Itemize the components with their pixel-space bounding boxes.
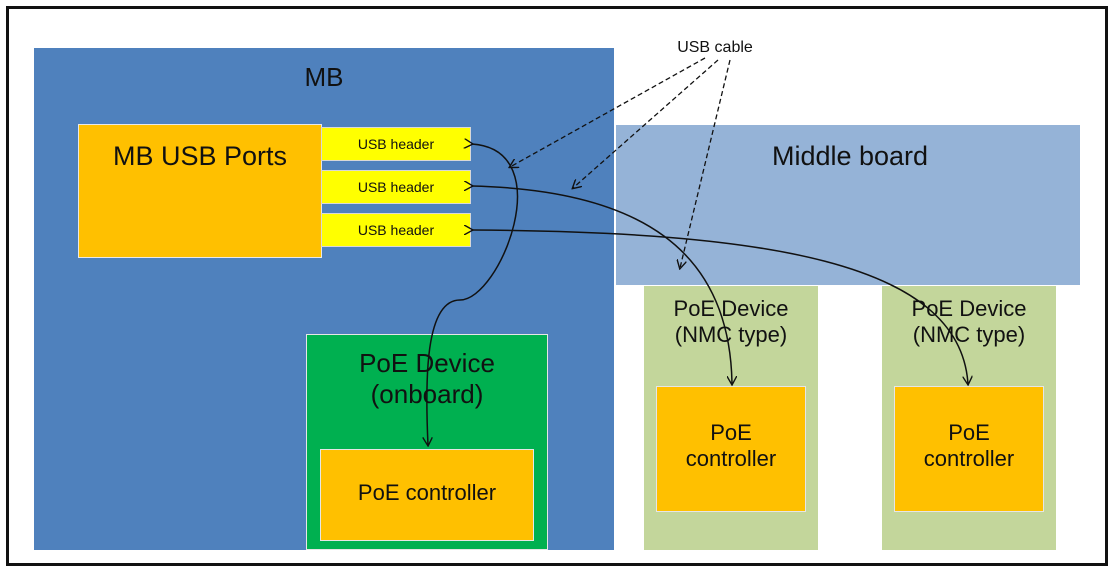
poe-ctrl-nmc-1-line1: PoE [710,420,752,445]
poe-ctrl-nmc-2-line2: controller [923,446,1015,472]
poe-controller-nmc-1-label: PoE controller [656,420,806,473]
mb-usb-ports-label: MB USB Ports [112,141,288,171]
poe-ctrl-nmc-1-line2: controller [685,446,777,472]
poe-onboard-line2: (onboard) [370,379,484,410]
usb-header-3: USB header [321,213,471,247]
poe-nmc-2-line2: (NMC type) [912,322,1026,348]
poe-controller-onboard-label: PoE controller [357,480,497,505]
usb-cable-label: USB cable [677,39,753,56]
middle-board-label: Middle board [771,141,929,171]
poe-controller-nmc-2 [894,386,1044,512]
poe-nmc-1-line1: PoE Device [673,296,789,321]
poe-device-nmc-2-label: PoE Device (NMC type) [882,296,1056,349]
usb-header-2: USB header [321,170,471,204]
poe-controller-nmc-2-label: PoE controller [894,420,1044,473]
poe-device-onboard-label: PoE Device (onboard) [306,348,548,410]
usb-header-1: USB header [321,127,471,161]
poe-device-nmc-1-label: PoE Device (NMC type) [644,296,818,349]
poe-nmc-1-line2: (NMC type) [674,322,788,348]
mb-usb-ports-block [78,124,322,258]
poe-controller-onboard [320,449,534,541]
poe-nmc-2-line1: PoE Device [911,296,1027,321]
mb-title: MB [304,62,344,92]
poe-controller-nmc-1 [656,386,806,512]
poe-onboard-line1: PoE Device [359,348,495,378]
poe-ctrl-nmc-2-line1: PoE [948,420,990,445]
